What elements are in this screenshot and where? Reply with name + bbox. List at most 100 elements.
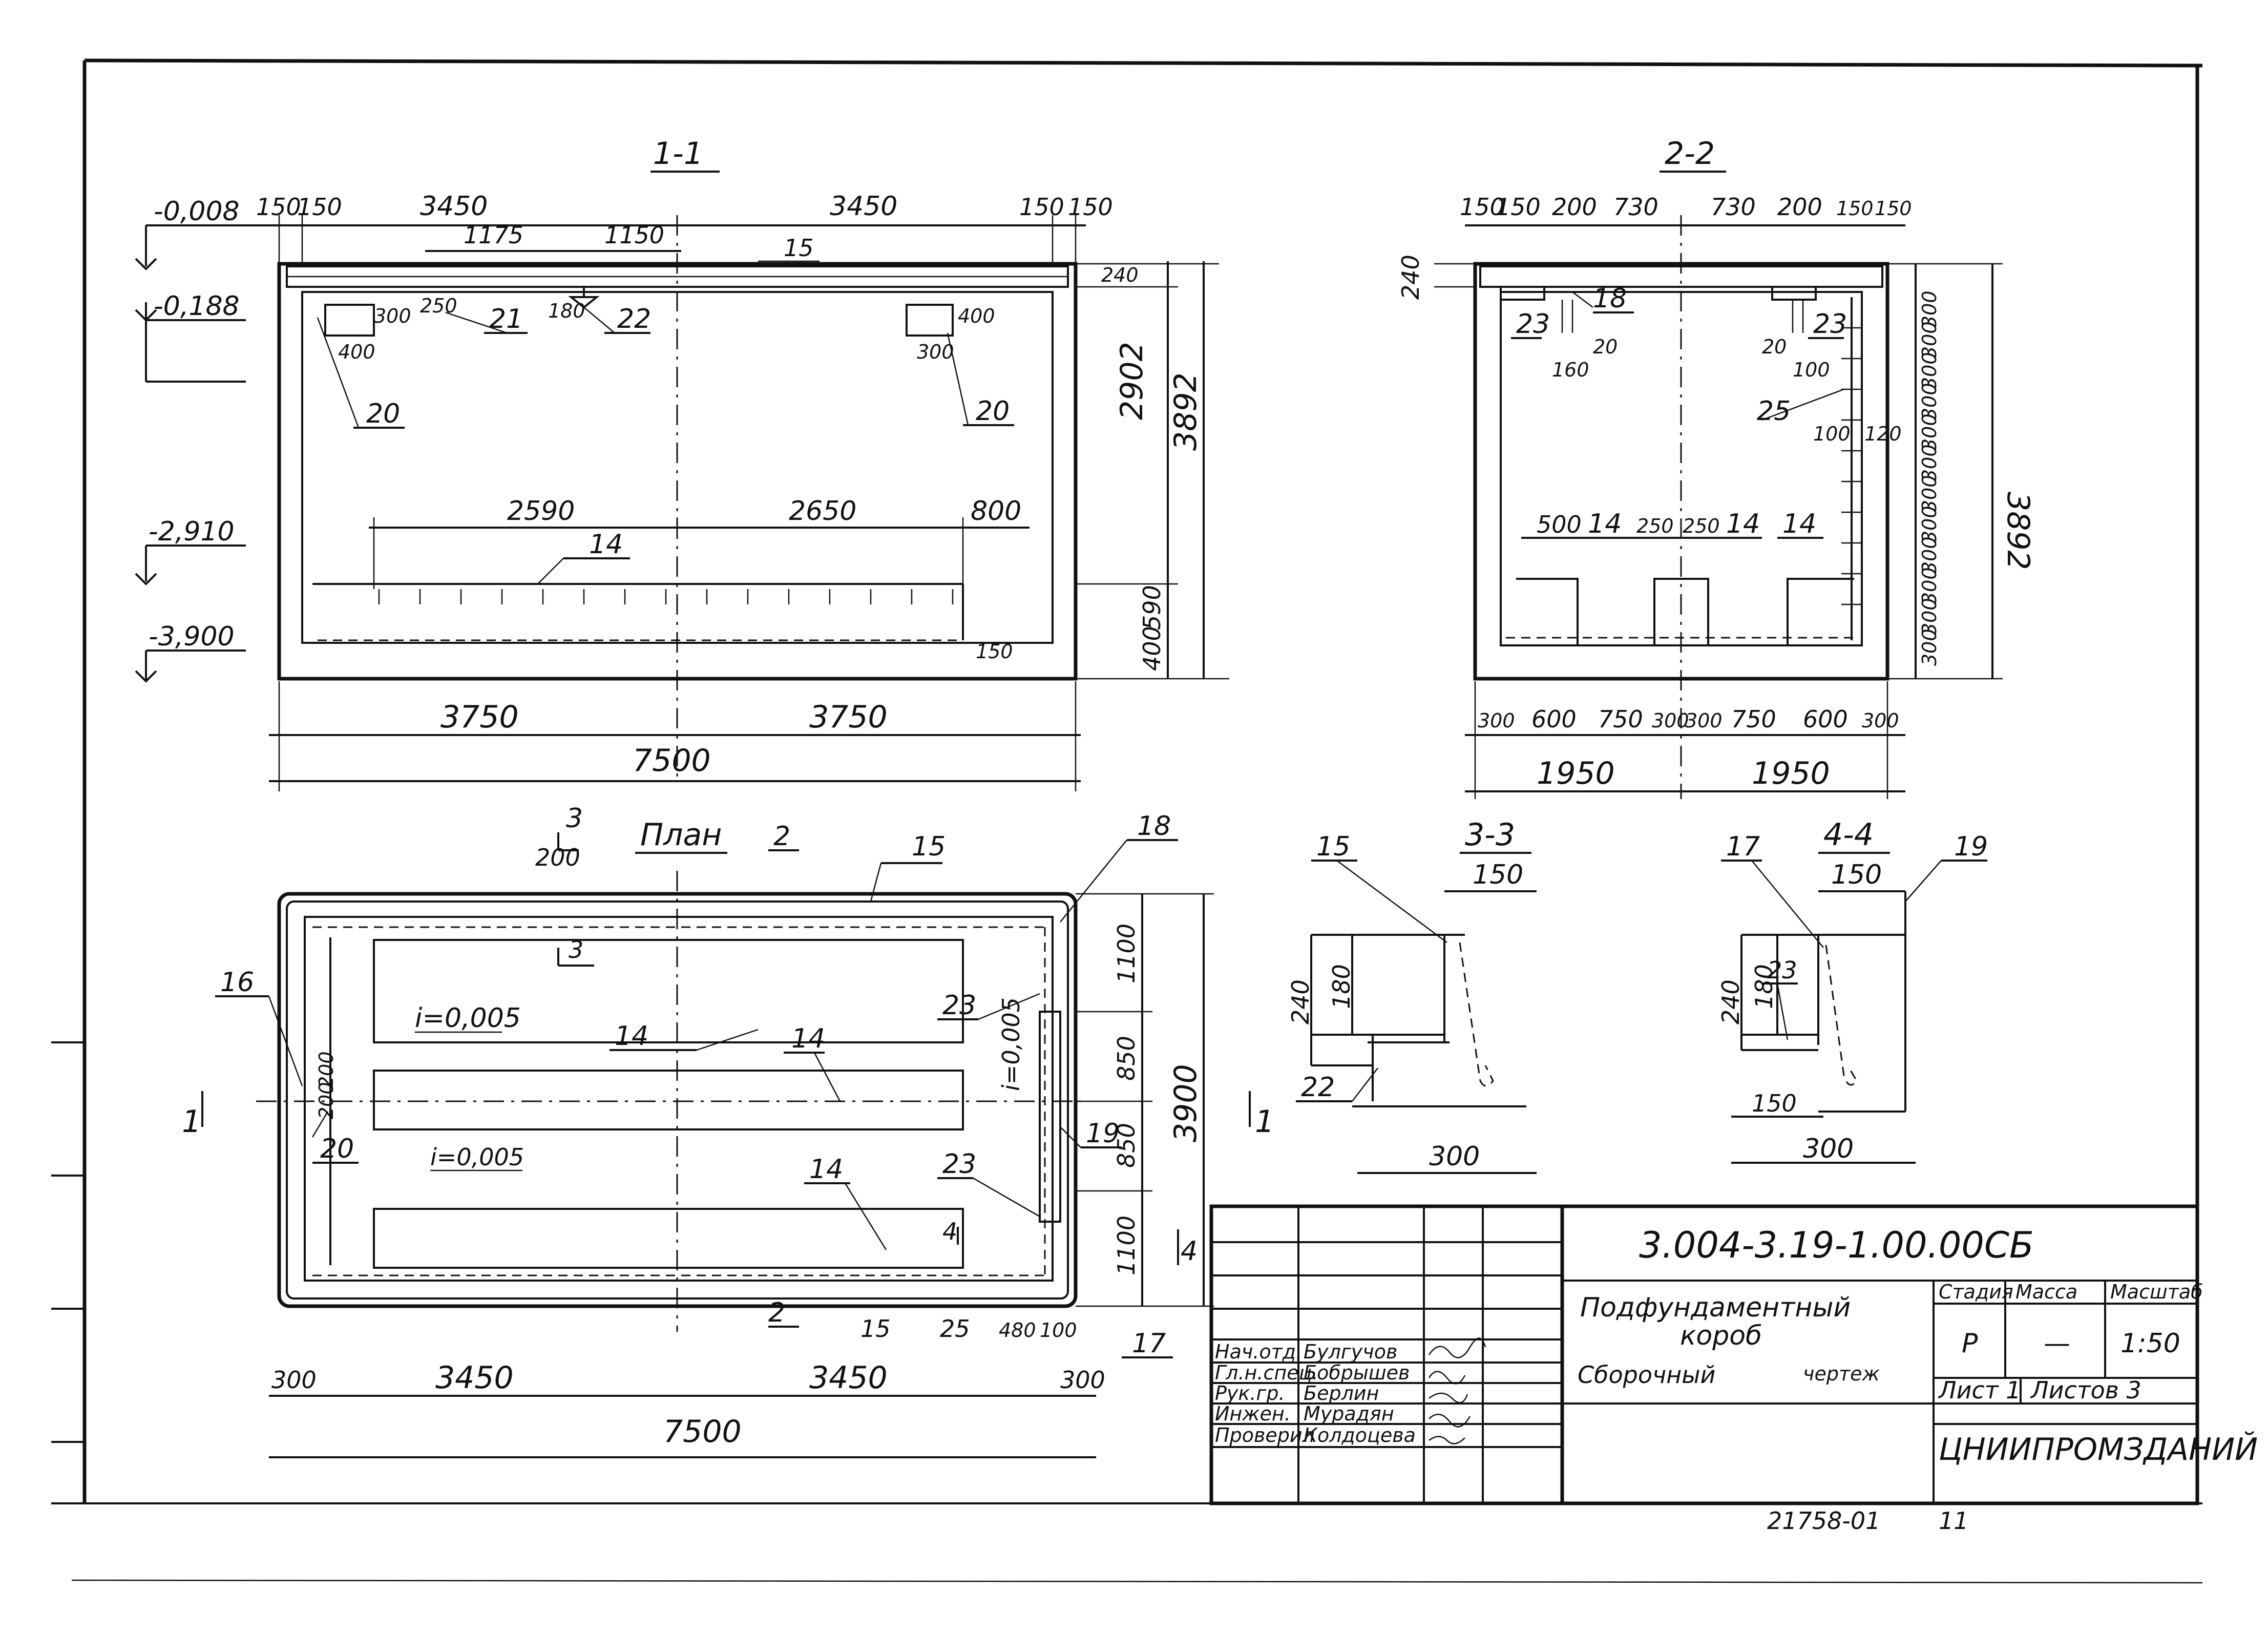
sheets-total: Листов 3 — [2030, 1376, 2141, 1404]
dim2-b3: 750 — [1598, 705, 1643, 733]
cut-2-top: 2 — [773, 821, 790, 852]
level-3: -2,910 — [149, 516, 235, 547]
callout-22: 22 — [617, 304, 651, 334]
callout-20a: 20 — [366, 399, 400, 429]
dim2-t1: 1950 — [1537, 756, 1615, 791]
dim-det-1: 300 — [374, 305, 411, 327]
dim-det-5: 400 — [958, 305, 995, 327]
doc-title-line1: Подфундаментный — [1580, 1292, 1851, 1323]
dim-top-5: 150 — [1019, 193, 1064, 221]
s3-cut-1: 1 — [1255, 1104, 1274, 1140]
section-4-4-title: 4-4 — [1823, 817, 1874, 853]
callout2-14b: 14 — [1726, 509, 1760, 539]
plan-dim-200: 200 — [535, 844, 580, 871]
dim-top-3: 3450 — [420, 191, 488, 222]
dim-right-6: 150 — [976, 640, 1013, 663]
plan-callout-14c: 14 — [809, 1154, 843, 1185]
scale-header: Масштаб — [2110, 1281, 2203, 1303]
dim2-s1: 20 — [1593, 336, 1618, 358]
stage-value: Р — [1962, 1328, 1978, 1359]
dim-2-total: 3892 — [2000, 492, 2036, 570]
plan-slope-2: i=0,005 — [430, 1143, 524, 1171]
dim-right-5: 400 — [1138, 626, 1166, 671]
section-1-1-title: 1-1 — [653, 136, 703, 172]
plan-bd-5: 7500 — [663, 1414, 742, 1450]
callout2-23a: 23 — [1516, 309, 1550, 340]
stack-1: 300 — [1918, 290, 1941, 328]
dim-right-1: 240 — [1101, 264, 1139, 286]
dim2-top-4: 730 — [1613, 193, 1658, 221]
plan-callout-18: 18 — [1137, 811, 1171, 842]
plan-callout-14b: 14 — [791, 1023, 825, 1054]
plan-title: План — [640, 817, 722, 853]
dim-det-3: 180 — [548, 300, 585, 322]
plan-callout-15: 15 — [912, 831, 946, 862]
dim2-top-5: 730 — [1711, 193, 1756, 221]
s4-dim-180: 180 — [1750, 964, 1778, 1009]
dim-det-6: 300 — [917, 341, 954, 363]
section-3-3: 3-3 240 180 150 300 15 22 1 — [1249, 817, 1537, 1174]
title-block: 3.004-3.19-1.00.00СБ Подфундаментный кор… — [1209, 1204, 2258, 1505]
level-4: -3,900 — [149, 621, 235, 652]
dim2-b8: 300 — [1862, 709, 1899, 732]
s3-dim-180: 180 — [1328, 964, 1355, 1009]
dim-bottom-2: 3750 — [809, 699, 888, 735]
dim-tray-3: 800 — [971, 496, 1021, 527]
scale-value: 1:50 — [2120, 1328, 2180, 1359]
cut-2-bot: 2 — [768, 1297, 785, 1328]
plan-bd-4: 300 — [1060, 1366, 1105, 1394]
callout2-23b: 23 — [1813, 309, 1847, 340]
mass-header: Масса — [2015, 1281, 2077, 1303]
cut-1-left: 1 — [182, 1104, 201, 1140]
signature-rows: Нач.отд. Булгучов Гл.н.спец. Бобрышев Ру… — [1215, 1340, 1416, 1447]
dim2-top-8: 150 — [1875, 197, 1912, 220]
sig-role-2: Гл.н.спец. — [1215, 1361, 1318, 1384]
plan-callout-17: 17 — [1132, 1328, 1166, 1359]
section-2-2-title: 2-2 — [1665, 136, 1715, 172]
dim-bottom-1: 3750 — [440, 699, 519, 735]
plan-bd-3: 3450 — [809, 1360, 888, 1396]
plan-small-1: 200 — [315, 1082, 338, 1119]
dim2-s4: 100 — [1793, 359, 1830, 381]
plan-callout-20: 20 — [320, 1134, 354, 1164]
dim2-b5: 300 — [1685, 709, 1723, 732]
stage-header: Стадия — [1939, 1281, 2013, 1303]
s4-dim-150b: 150 — [1752, 1090, 1797, 1117]
plan-right-1: 1100 — [1112, 924, 1140, 983]
sig-role-4: Инжен. — [1215, 1402, 1291, 1425]
sig-name-3: Берлин — [1304, 1382, 1379, 1405]
dim-inner-1: 1175 — [464, 221, 523, 249]
callout2-14a: 14 — [1588, 509, 1622, 539]
callout-20b: 20 — [976, 396, 1010, 427]
plan-bd-2: 3450 — [435, 1360, 514, 1396]
doc-title-line2: короб — [1680, 1321, 1762, 1351]
plan-cut-4b: 4 — [1181, 1236, 1198, 1267]
plan-callout-19: 19 — [1086, 1118, 1120, 1149]
dim2-s3: 20 — [1762, 336, 1787, 358]
stack-10: 300 — [1918, 567, 1941, 604]
s4-dim-150: 150 — [1831, 860, 1882, 890]
s4-callout-17: 17 — [1726, 831, 1760, 862]
plan-right-2: 850 — [1112, 1036, 1140, 1081]
plan-b-25: 25 — [940, 1315, 970, 1343]
dim2-b1: 300 — [1478, 709, 1515, 732]
stack-8: 300 — [1918, 506, 1941, 543]
s3-dim-240: 240 — [1287, 979, 1314, 1024]
doc-number: 3.004-3.19-1.00.00СБ — [1639, 1224, 2034, 1266]
callout-14a: 14 — [589, 529, 623, 560]
plan-bd-1: 300 — [271, 1366, 317, 1394]
dim2-b6: 750 — [1731, 705, 1776, 733]
dim2-top-7: 150 — [1836, 197, 1874, 220]
stack-5: 300 — [1918, 413, 1941, 451]
dim2-250b: 250 — [1683, 515, 1720, 537]
cut-3-mid: 3 — [569, 936, 583, 963]
plan-callout-16: 16 — [220, 967, 254, 998]
doc-subtitle-b: чертеж — [1803, 1363, 1880, 1385]
dim-right-4: 590 — [1138, 585, 1166, 630]
dim2-t2: 1950 — [1752, 756, 1830, 791]
right-stack-labels: 300 300 300 300 300 300 300 300 300 300 … — [1918, 290, 1941, 666]
dim-top-6: 150 — [1068, 193, 1113, 221]
stack-4: 300 — [1918, 383, 1941, 420]
plan-right-3: 850 — [1112, 1123, 1140, 1168]
sheet-frame — [51, 58, 2203, 1584]
